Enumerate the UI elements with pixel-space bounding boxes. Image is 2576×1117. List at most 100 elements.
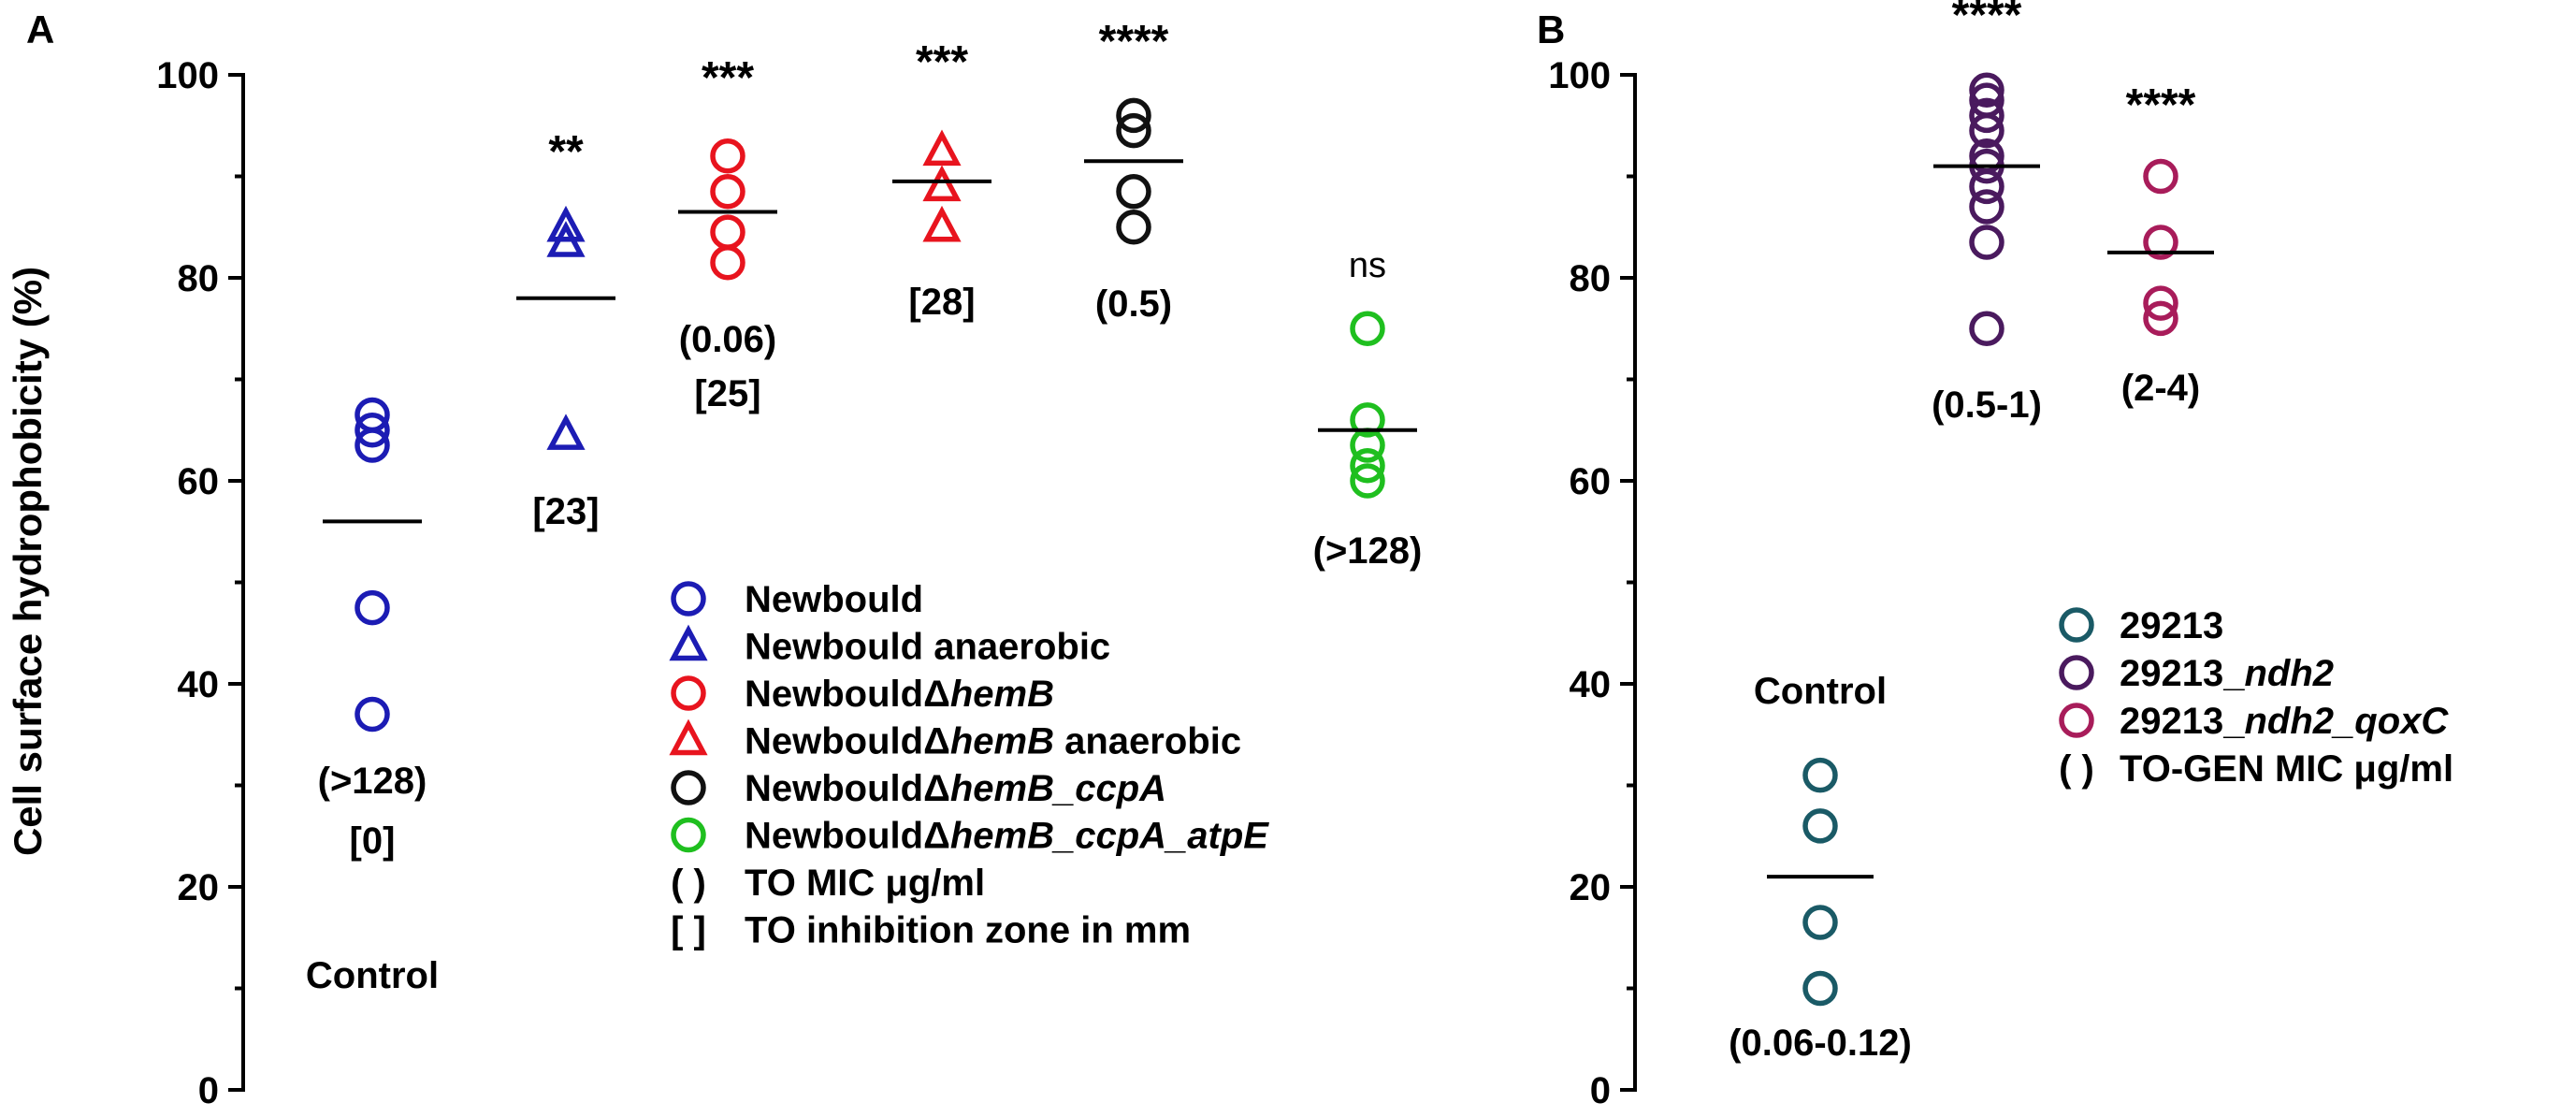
legend-label-part: 29213_	[2120, 701, 2245, 742]
panel-letter: A	[26, 7, 54, 51]
group-value-label: (0.06)	[679, 319, 777, 360]
data-point	[1969, 97, 2004, 134]
legend-marker	[669, 718, 708, 756]
panel-a: A020406080100(>128)[0]Control**[23]***(0…	[26, 7, 1422, 1111]
data-point	[1350, 402, 1385, 438]
data-point	[1350, 311, 1385, 346]
data-point	[1969, 72, 2004, 109]
legend-label: Newbould	[745, 579, 923, 620]
data-point	[2143, 285, 2178, 321]
group-0: (>128)[0]Control	[306, 397, 439, 996]
y-tick-label: 60	[178, 461, 220, 502]
group-value-label: (2-4)	[2121, 368, 2200, 409]
legend-label: TO inhibition zone in mm	[745, 910, 1191, 951]
data-point	[710, 174, 745, 210]
data-point	[1350, 447, 1385, 484]
y-tick-label: 20	[178, 867, 220, 908]
group-5: ns(>128)	[1313, 246, 1423, 572]
group-value-label: [23]	[532, 491, 599, 532]
data-point	[1802, 970, 1838, 1007]
data-point	[922, 129, 962, 167]
legend-label-part: NewbouldΔ	[745, 674, 950, 715]
group-value-label: [0]	[350, 820, 396, 862]
legend-label-part: TO inhibition zone in mm	[745, 910, 1191, 951]
data-point	[1350, 463, 1385, 499]
group-value-label: (0.5)	[1095, 283, 1172, 325]
y-tick-label: 0	[1590, 1070, 1611, 1111]
y-tick-label: 20	[1570, 867, 1612, 908]
significance-label: ns	[1349, 246, 1386, 285]
data-point	[355, 696, 390, 733]
data-point	[355, 428, 390, 463]
legend-label-part: hemB	[950, 721, 1054, 762]
legend-label: TO-GEN MIC μg/ml	[2120, 748, 2453, 790]
y-tick-label: 40	[1570, 664, 1612, 705]
legend-label-part: 29213_	[2120, 653, 2245, 694]
significance-label: ***	[702, 53, 754, 103]
legend-marker	[671, 581, 706, 617]
legend-label-part: hemB_ccpA_atpE	[950, 816, 1269, 857]
legend-label: NewbouldΔhemB_ccpA_atpE	[745, 816, 1269, 857]
legend-label-part: Newbould anaerobic	[745, 627, 1110, 668]
data-point	[1802, 757, 1838, 793]
data-point	[1802, 808, 1838, 844]
data-point	[1969, 311, 2004, 346]
data-point	[1969, 112, 2004, 149]
group-0: (0.06-0.12)Control	[1729, 671, 1912, 1064]
y-tick-label: 0	[198, 1070, 219, 1111]
group-2: ****(2-4)	[2107, 80, 2214, 409]
group-4: **** (0.5)	[1084, 17, 1183, 325]
panel-letter: B	[1537, 7, 1565, 51]
legend-marker	[2059, 655, 2094, 690]
data-point	[710, 244, 745, 281]
data-point	[922, 165, 962, 202]
y-tick-label: 60	[1570, 461, 1612, 502]
legend-symbol: ( )	[671, 863, 706, 904]
group-value-label: (>128)	[318, 761, 427, 802]
legend-marker	[2059, 703, 2094, 738]
legend-label: 29213_ndh2_qoxC	[2120, 701, 2449, 742]
legend-label-part: 29213	[2120, 605, 2223, 646]
legend-label: NewbouldΔhemB_ccpA	[745, 768, 1166, 809]
legend-label-part: Newbould	[745, 579, 923, 620]
y-axis-label: Cell surface hydrophobicity (%)	[6, 267, 50, 856]
significance-label: **	[548, 127, 584, 177]
data-point	[1116, 97, 1151, 134]
data-point	[546, 221, 586, 257]
legend-label: Newbould anaerobic	[745, 627, 1110, 668]
data-point	[1116, 174, 1151, 210]
legend-symbol: [ ]	[671, 910, 706, 951]
legend-marker	[669, 624, 708, 661]
y-tick-label: 40	[178, 664, 220, 705]
group-value-label: (0.5-1)	[1932, 384, 2042, 426]
data-point	[2143, 158, 2178, 195]
legend-label-part: NewbouldΔ	[745, 816, 950, 857]
significance-label: ****	[1099, 17, 1169, 66]
legend-label: NewbouldΔhemB	[745, 674, 1054, 715]
legend-label-part: hemB_ccpA	[950, 768, 1166, 809]
legend-marker	[2059, 607, 2094, 643]
data-point	[355, 589, 390, 626]
legend-label-part: ndh2	[2244, 653, 2334, 694]
y-tick-label: 80	[1570, 258, 1612, 299]
legend-symbol: ( )	[2059, 748, 2094, 790]
legend-label-part: ndh2_qoxC	[2244, 701, 2449, 742]
data-point	[546, 413, 586, 450]
legend-label-part: TO-GEN MIC μg/ml	[2120, 748, 2453, 790]
data-point	[2143, 225, 2178, 260]
data-point	[710, 214, 745, 250]
y-tick-label: 80	[178, 258, 220, 299]
data-point	[1116, 210, 1151, 245]
legend-marker	[671, 817, 706, 853]
panel-b: B020406080100(0.06-0.12)Control****(0.5-…	[1537, 0, 2453, 1111]
group-value-label: [25]	[694, 373, 760, 414]
y-tick-label: 100	[1548, 55, 1611, 96]
group-value-label: [28]	[908, 282, 975, 323]
data-point	[922, 205, 962, 242]
data-point	[1969, 225, 2004, 260]
data-point	[1969, 189, 2004, 225]
legend-label: TO MIC μg/ml	[745, 863, 985, 904]
